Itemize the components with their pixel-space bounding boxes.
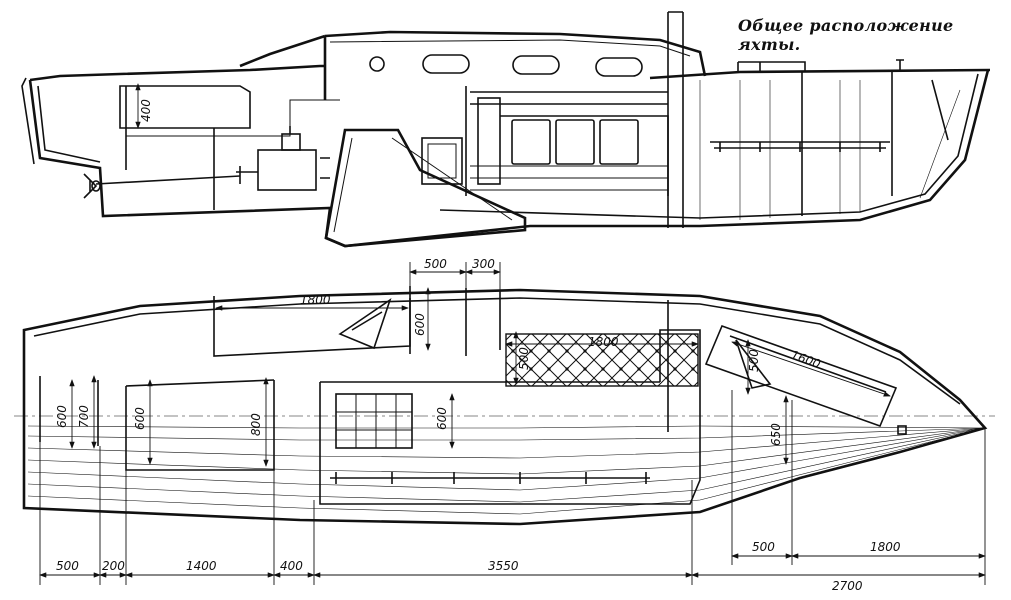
drawing-title: Общее расположение яхты.	[738, 16, 954, 54]
dim-fore-650: 650	[769, 423, 783, 446]
dim-bottom-3550: 3550	[488, 559, 519, 573]
rail-posts	[335, 472, 647, 484]
hull-inner-line	[37, 73, 979, 219]
forehatch	[737, 61, 806, 72]
dim-quarter-600: 600	[133, 407, 147, 430]
propeller-shaft	[95, 175, 241, 185]
keel-fin-inner	[333, 137, 513, 233]
planking	[27, 425, 986, 515]
coachroof-inner	[329, 39, 691, 57]
forward-shelf	[710, 141, 890, 152]
dim-bottom-500: 500	[56, 559, 79, 573]
dim-bottom-400: 400	[280, 559, 303, 573]
dim-quarter-800: 800	[249, 413, 263, 436]
dim-cockpit-600: 600	[413, 313, 427, 336]
bulkheads	[125, 72, 949, 216]
porthole-3	[595, 57, 643, 77]
bow-fitting	[897, 425, 907, 435]
stern-bunks	[39, 376, 275, 471]
stern-transom	[21, 77, 35, 165]
dim-stern-700: 700	[77, 405, 91, 428]
hull-outline-plan	[22, 288, 988, 526]
stern-bunk-top	[125, 379, 275, 387]
dim-bottom-1400: 1400	[186, 559, 217, 573]
dim-bottom-200: 200	[102, 559, 125, 573]
cockpit-seat	[126, 99, 340, 137]
keel-fin	[324, 128, 527, 248]
plan-bulkheads	[409, 286, 669, 432]
cabin-door	[421, 137, 463, 185]
dim-bottom-1800: 1800	[870, 540, 901, 554]
porthole-2	[512, 55, 560, 75]
deck-line	[29, 64, 991, 82]
plan-view: 500 300 1800 600 1800 500 1600 500 600 7…	[14, 257, 995, 593]
dim-bunk-500: 500	[747, 349, 761, 372]
dim-top-300: 300	[472, 257, 495, 271]
propeller-icon	[83, 173, 101, 199]
side-view: 400	[21, 11, 991, 248]
coachroof	[239, 30, 707, 100]
dim-top-500: 500	[424, 257, 447, 271]
dim-bottom-500b: 500	[752, 540, 775, 554]
dim-stern-600: 600	[55, 405, 69, 428]
dim-bunk-1600: 1600	[789, 348, 823, 372]
galley	[335, 393, 413, 449]
dim-bottom-2700: 2700	[832, 579, 863, 593]
hull-bottom	[28, 69, 990, 248]
dimension-lines	[39, 262, 986, 585]
sail-icon	[338, 298, 392, 350]
dim-settee-1800: 1800	[588, 335, 619, 349]
engine	[236, 126, 330, 191]
cockpit	[119, 85, 251, 129]
forward-bunk	[704, 324, 898, 428]
vent	[896, 59, 904, 70]
round-porthole	[369, 56, 385, 72]
dim-cockpit-1800: 1800	[300, 293, 331, 307]
dim-galley-600: 600	[435, 407, 449, 430]
dim-settee-500: 500	[517, 347, 531, 370]
dimension-labels: 500 300 1800 600 1800 500 1600 500 600 7…	[55, 257, 901, 593]
settee-side	[470, 91, 669, 196]
porthole-1	[422, 54, 470, 74]
side-dim-400: 400	[139, 99, 153, 122]
inner-sheer	[33, 297, 961, 405]
frames	[699, 80, 961, 220]
